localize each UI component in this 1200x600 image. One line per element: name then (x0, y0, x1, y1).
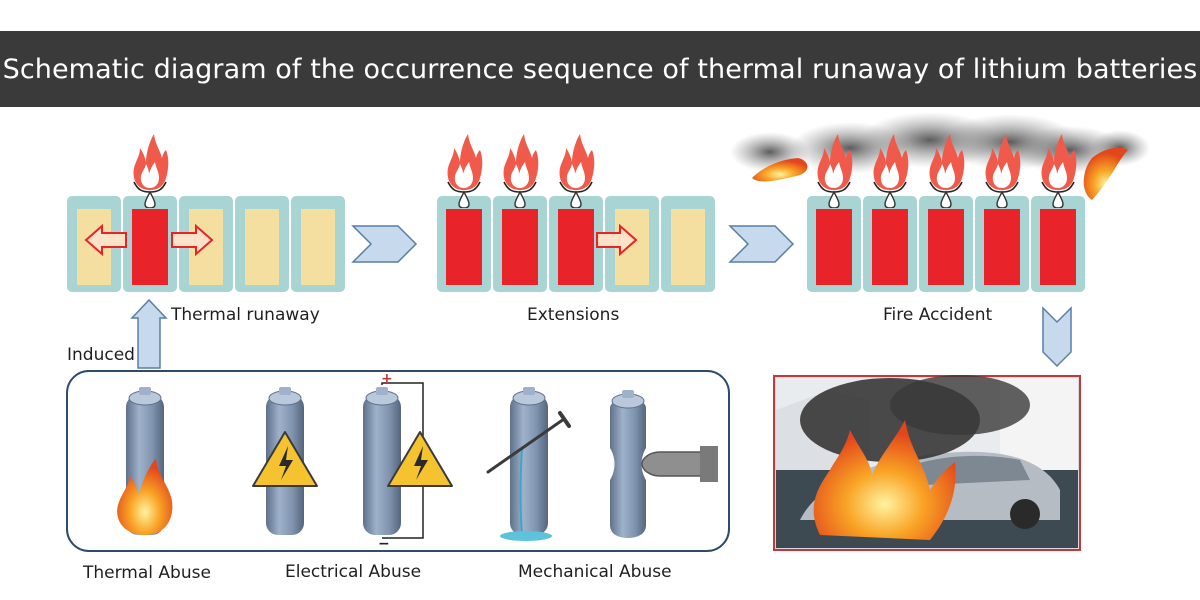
battery-icon (510, 387, 548, 535)
lightning-warning-icon (252, 431, 318, 487)
leak-stream (519, 447, 523, 535)
battery-cell-hot (975, 196, 1029, 292)
abuse-panel: + − (66, 370, 730, 552)
battery-cell-hot (1031, 196, 1085, 292)
stage-label-fire-accident: Fire Accident (883, 305, 993, 325)
battery-cell-hot (863, 196, 917, 292)
circuit-wire (381, 382, 424, 539)
battery-cell-hot (549, 196, 603, 292)
flame-icon (503, 134, 539, 190)
nail-icon (486, 411, 571, 474)
induced-label: Induced (67, 345, 135, 365)
positive-terminal-label: + (381, 371, 393, 387)
abuse-label-mechanical: Mechanical Abuse (518, 562, 672, 582)
fire-accident-photo (773, 375, 1081, 551)
battery-cell-hot (437, 196, 491, 292)
battery-cell-hot (123, 196, 177, 292)
battery-cell-hot (807, 196, 861, 292)
abuse-label-electrical: Electrical Abuse (285, 562, 422, 582)
chevron-up-icon (130, 298, 168, 369)
stage-extensions (437, 134, 715, 292)
title-bar: Schematic diagram of the occurrence sequ… (0, 31, 1200, 107)
heat-arrow-icon (84, 223, 127, 257)
stage-label-thermal-runaway: Thermal runaway (171, 305, 320, 325)
leak-puddle (500, 531, 552, 541)
abuse-label-thermal: Thermal Abuse (83, 563, 211, 583)
chevron-right-icon (351, 225, 418, 263)
negative-terminal-label: − (378, 536, 390, 552)
stage-fire-accident (730, 112, 1150, 292)
battery-cell-hot (493, 196, 547, 292)
flame-icon (559, 134, 595, 190)
fire-icon (1083, 147, 1128, 200)
fire-icon (752, 158, 808, 182)
page-title: Schematic diagram of the occurrence sequ… (2, 53, 1198, 85)
battery-cell-hot (919, 196, 973, 292)
battery-cell (235, 196, 289, 292)
heat-arrow-icon (596, 223, 638, 257)
battery-cell (291, 196, 345, 292)
battery-icon (610, 390, 646, 538)
fire-icon (117, 458, 173, 535)
lightning-warning-icon (387, 431, 453, 487)
flame-icon (447, 134, 483, 190)
press-tool-icon (641, 446, 718, 482)
stage-label-extensions: Extensions (527, 305, 620, 325)
chevron-right-icon (728, 225, 795, 263)
battery-cell (661, 196, 715, 292)
flame-icon (133, 134, 169, 190)
chevron-down-icon (1042, 306, 1072, 368)
stage-thermal-runaway (67, 134, 345, 292)
battery-icon (363, 387, 401, 535)
heat-arrow-icon (171, 223, 214, 257)
